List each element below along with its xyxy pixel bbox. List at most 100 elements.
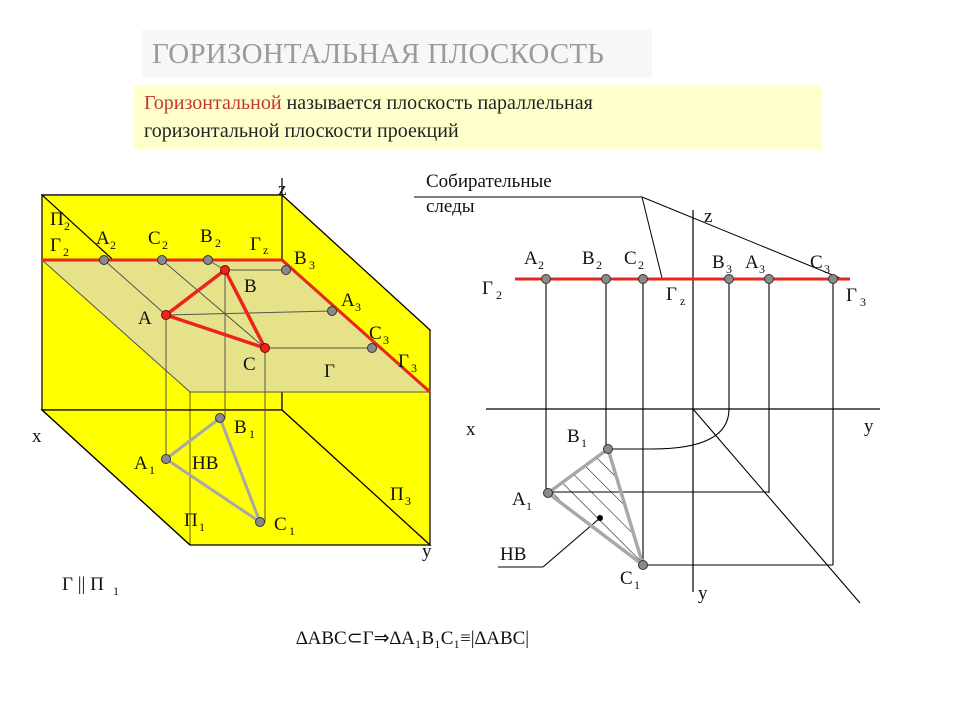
label-c1: C bbox=[274, 514, 287, 535]
label-b3-sub: 3 bbox=[309, 258, 315, 272]
label-hb: HB bbox=[192, 453, 218, 474]
point-a2 bbox=[99, 255, 109, 265]
parallel-statement: Г || П bbox=[62, 574, 104, 595]
label-y: y bbox=[422, 541, 432, 562]
label-c3-sub: 3 bbox=[383, 333, 389, 347]
label-g2-sub: 2 bbox=[63, 245, 69, 259]
point-a bbox=[161, 310, 171, 320]
epure-label-g2-sub: 2 bbox=[496, 288, 502, 302]
epure-label-a2: A bbox=[524, 248, 538, 269]
label-z: z bbox=[278, 179, 286, 200]
label-x: x bbox=[32, 426, 42, 447]
label-p1: П bbox=[184, 510, 198, 531]
epure-label-b3-sub: 3 bbox=[726, 262, 732, 276]
label-b1-sub: 1 bbox=[249, 427, 255, 441]
parallel-statement-sub: 1 bbox=[113, 584, 119, 598]
epure-point-b3 bbox=[724, 274, 734, 284]
label-p3: П bbox=[390, 484, 404, 505]
epure-point-c1 bbox=[638, 560, 648, 570]
epure-point-c3 bbox=[828, 274, 838, 284]
point-c3 bbox=[367, 343, 377, 353]
trace-g3 bbox=[281, 258, 431, 394]
epure-label-a1: A bbox=[512, 489, 526, 510]
label-c2-sub: 2 bbox=[162, 238, 168, 252]
epure-label-g2: Г bbox=[482, 278, 493, 299]
epure-triangle-a1b1c1 bbox=[546, 447, 645, 567]
epure-label-g3: Г bbox=[846, 285, 857, 306]
triangle-a1b1c1 bbox=[164, 416, 262, 524]
epure-label-b3: B bbox=[712, 252, 725, 273]
point-b2 bbox=[203, 255, 213, 265]
label-p3-sub: 3 bbox=[405, 494, 411, 508]
annotation-line-1: Собирательные bbox=[426, 171, 552, 192]
label-c: C bbox=[243, 354, 256, 375]
epure-label-g3-sub: 3 bbox=[860, 295, 866, 309]
epure-label-a3: A bbox=[745, 252, 759, 273]
label-g: Г bbox=[324, 361, 335, 382]
label-b3: B bbox=[294, 248, 307, 269]
epure-point-b1 bbox=[603, 444, 613, 454]
label-b2-sub: 2 bbox=[215, 236, 221, 250]
epure-label-a2-sub: 2 bbox=[538, 258, 544, 272]
epure-label-gz-sub: z bbox=[680, 294, 685, 308]
label-g2: Г bbox=[50, 235, 61, 256]
epure-label-c2-sub: 2 bbox=[638, 258, 644, 272]
point-a3 bbox=[327, 306, 337, 316]
label-c3: C bbox=[369, 323, 382, 344]
epure-label-b1: B bbox=[567, 426, 580, 447]
label-a3-sub: 3 bbox=[355, 300, 361, 314]
definition-box: Горизонтальной называется плоскость пара… bbox=[134, 85, 822, 149]
label-a1-sub: 1 bbox=[149, 463, 155, 477]
label-a2: A bbox=[96, 228, 110, 249]
label-a1: A bbox=[134, 453, 148, 474]
epure-label-c1-sub: 1 bbox=[634, 578, 640, 592]
point-b bbox=[220, 265, 230, 275]
epure-label-c3: C bbox=[810, 252, 823, 273]
label-g3-sub: 3 bbox=[411, 361, 417, 375]
definition-line-2: горизонтальной плоскости проекций bbox=[144, 120, 459, 142]
point-c bbox=[260, 343, 270, 353]
epure-label-c1: C bbox=[620, 568, 633, 589]
label-c1-sub: 1 bbox=[289, 524, 295, 538]
epure-label-c2: C bbox=[624, 248, 637, 269]
label-b1: B bbox=[234, 417, 247, 438]
label-b2: B bbox=[200, 226, 213, 247]
epure-point-a1 bbox=[543, 488, 553, 498]
epure-point-a2 bbox=[541, 274, 551, 284]
epure-label-z: z bbox=[704, 206, 712, 227]
point-b1 bbox=[215, 413, 225, 423]
epure-centroid-dot bbox=[597, 515, 603, 521]
three-d-view: z П 2 Г 2 A 2 C 2 B 2 Г z B 3 B A A 3 C … bbox=[32, 178, 432, 562]
epure-label-b1-sub: 1 bbox=[581, 436, 587, 450]
epure-label-y-right: y bbox=[864, 416, 874, 437]
definition-line-1-rest: называется плоскость параллельная bbox=[281, 92, 593, 114]
epure-label-a3-sub: 3 bbox=[759, 262, 765, 276]
epure-label-gz: Г bbox=[666, 284, 677, 305]
epure-label-x: x bbox=[466, 419, 476, 440]
page-title: ГОРИЗОНТАЛЬНАЯ ПЛОСКОСТЬ bbox=[152, 38, 605, 70]
label-p1-sub: 1 bbox=[199, 520, 205, 534]
definition-line-1: Горизонтальной называется плоскость пара… bbox=[144, 92, 593, 115]
epure-label-a1-sub: 1 bbox=[526, 499, 532, 513]
point-c2 bbox=[157, 255, 167, 265]
epure-label-y-bottom: y bbox=[698, 583, 708, 604]
triangle-abc bbox=[164, 268, 267, 350]
point-a1 bbox=[161, 454, 171, 464]
epure-point-c2 bbox=[638, 274, 648, 284]
label-g3: Г bbox=[398, 351, 409, 372]
point-b3 bbox=[281, 265, 291, 275]
epure-point-b2 bbox=[601, 274, 611, 284]
label-a: A bbox=[138, 308, 152, 329]
epure-label-b2: B bbox=[582, 248, 595, 269]
label-c2: C bbox=[148, 228, 161, 249]
label-a3: A bbox=[341, 290, 355, 311]
epure-label-b2-sub: 2 bbox=[596, 258, 602, 272]
definition-highlight: Горизонтальной bbox=[144, 92, 282, 114]
annotation-line-2: следы bbox=[426, 196, 475, 217]
epure-label-hb: HB bbox=[500, 544, 526, 565]
label-b: B bbox=[244, 276, 257, 297]
label-p2-sub: 2 bbox=[64, 219, 70, 233]
epure-label-c3-sub: 3 bbox=[824, 262, 830, 276]
formula: ∆ABC⊂Г⇒∆A₁B₁C₁≡|∆ABC| bbox=[296, 628, 529, 649]
